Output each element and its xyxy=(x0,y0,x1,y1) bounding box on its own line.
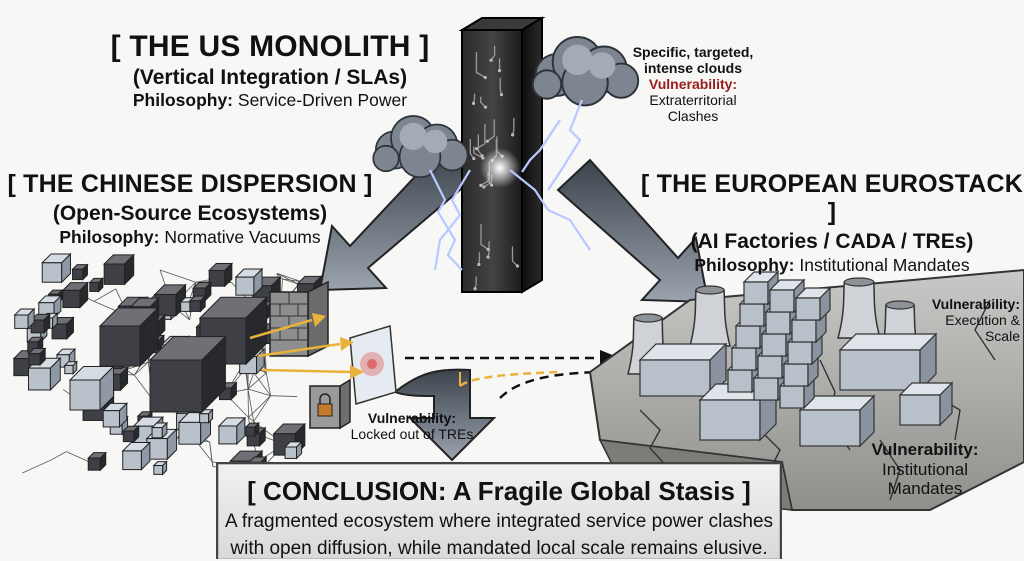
europe-vulnerability-2-value-1: Institutional xyxy=(850,460,1000,480)
china-vulnerability-value: Locked out of TREs xyxy=(332,426,492,442)
europe-philosophy: Philosophy: Institutional Mandates xyxy=(640,256,1024,276)
us-block: [ THE US MONOLITH ] (Vertical Integratio… xyxy=(100,30,440,111)
us-vulnerability-value-2: Clashes xyxy=(618,108,768,124)
tre-barrier-icon xyxy=(350,326,396,404)
europe-title: [ THE EUROPEAN EUROSTACK ] xyxy=(640,170,1024,226)
europe-subtitle: (AI Factories / CADA / TREs) xyxy=(640,230,1024,254)
europe-vulnerability-2-label: Vulnerability: xyxy=(850,440,1000,460)
europe-block: [ THE EUROPEAN EUROSTACK ] (AI Factories… xyxy=(640,170,1024,275)
us-subtitle: (Vertical Integration / SLAs) xyxy=(100,66,440,90)
us-cloud-note: Specific, targeted, intense clouds Vulne… xyxy=(618,44,768,124)
conclusion-body-1: A fragmented ecosystem where integrated … xyxy=(218,511,780,534)
us-philosophy-label: Philosophy: xyxy=(133,90,233,110)
us-vulnerability-value-1: Extraterritorial xyxy=(618,92,768,108)
us-cloud-note-line2: intense clouds xyxy=(618,60,768,76)
us-philosophy-value: Service-Driven Power xyxy=(238,90,407,110)
europe-vulnerability-1: Vulnerability: Execution & Scale xyxy=(900,296,1020,344)
us-vulnerability-label: Vulnerability: xyxy=(618,76,768,92)
china-subtitle: (Open-Source Ecosystems) xyxy=(0,202,380,226)
europe-philosophy-label: Philosophy: xyxy=(694,255,794,275)
china-vulnerability: Vulnerability: Locked out of TREs xyxy=(332,410,492,442)
cube-network-icon xyxy=(14,254,327,483)
conclusion-body-2: with open diffusion, while mandated loca… xyxy=(218,538,780,561)
conclusion-box: [ CONCLUSION: A Fragile Global Stasis ] … xyxy=(216,462,782,559)
conclusion-title: [ CONCLUSION: A Fragile Global Stasis ] xyxy=(218,476,780,507)
europe-vulnerability-2: Vulnerability: Institutional Mandates xyxy=(850,440,1000,499)
china-title: [ THE CHINESE DISPERSION ] xyxy=(0,170,380,198)
europe-vulnerability-1-value-2: Scale xyxy=(900,328,1020,344)
china-block: [ THE CHINESE DISPERSION ] (Open-Source … xyxy=(0,170,380,247)
us-philosophy: Philosophy: Service-Driven Power xyxy=(100,91,440,111)
china-philosophy: Philosophy: Normative Vacuums xyxy=(0,228,380,248)
us-title: [ THE US MONOLITH ] xyxy=(100,30,440,64)
china-philosophy-value: Normative Vacuums xyxy=(164,227,320,247)
europe-vulnerability-1-label: Vulnerability: xyxy=(900,296,1020,312)
us-cloud-note-line1: Specific, targeted, xyxy=(618,44,768,60)
monolith-tower-icon xyxy=(462,18,542,292)
europe-vulnerability-1-value-1: Execution & xyxy=(900,312,1020,328)
china-philosophy-label: Philosophy: xyxy=(59,227,159,247)
europe-philosophy-value: Institutional Mandates xyxy=(799,255,969,275)
china-vulnerability-label: Vulnerability: xyxy=(332,410,492,426)
europe-vulnerability-2-value-2: Mandates xyxy=(850,479,1000,499)
